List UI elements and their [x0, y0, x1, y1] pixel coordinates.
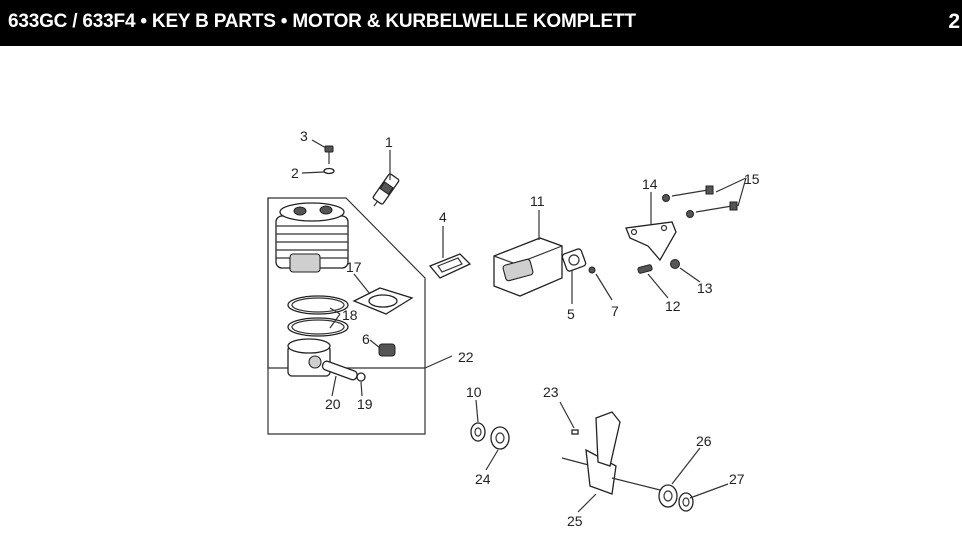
callout-11: 11: [530, 193, 545, 209]
part-11-muffler: [493, 237, 563, 297]
callout-14: 14: [642, 176, 658, 192]
part-6-needle-bearing: [378, 343, 396, 357]
part-5-flange: [561, 248, 587, 272]
callout-7: 7: [611, 303, 619, 319]
exploded-parts-diagram: 3 2 1 4 11 17 18 6 22 20 19 5 7 14 15 12…: [267, 128, 760, 529]
callout-13: 13: [697, 280, 713, 296]
callout-3: 3: [300, 128, 308, 144]
callout-20: 20: [325, 396, 341, 412]
part-4-gasket: [428, 253, 472, 279]
part-18-piston-rings: [287, 295, 349, 337]
callout-22: 22: [458, 349, 474, 365]
piston: [287, 338, 331, 377]
part-13-nut: [670, 259, 680, 269]
callout-17: 17: [346, 259, 362, 275]
part-14-bracket: [625, 221, 677, 262]
part-1-spark-plug: [372, 173, 400, 207]
part-20-piston-pin: [321, 360, 358, 381]
callout-25: 25: [567, 513, 583, 529]
callout-12: 12: [665, 298, 681, 314]
part-12-stud: [637, 264, 653, 274]
callout-2: 2: [291, 165, 299, 181]
leader-lines: [301, 139, 747, 513]
callout-6: 6: [362, 331, 370, 347]
callout-19: 19: [357, 396, 373, 412]
callout-24: 24: [475, 471, 491, 487]
part-23-woodruff-key: [571, 429, 579, 435]
page-title: 633GC / 633F4 • KEY B PARTS • MOTOR & KU…: [8, 11, 636, 32]
callout-5: 5: [567, 306, 575, 322]
part-10-oil-seal: [470, 422, 486, 442]
part-19-circlip: [356, 372, 366, 382]
part-15-bolts: [662, 185, 738, 218]
cylinder: [275, 202, 349, 273]
part-25-crankshaft: [561, 411, 661, 495]
callout-23: 23: [543, 384, 559, 400]
callout-27: 27: [729, 471, 745, 487]
part-27-oil-seal: [678, 492, 694, 512]
part-26-ball-bearing: [658, 484, 678, 508]
callout-4: 4: [439, 209, 447, 225]
part-3-bolt: [324, 145, 334, 164]
part-17-gasket: [352, 287, 414, 315]
group-22-outline-lower: [267, 198, 426, 435]
part-7-screw: [588, 266, 596, 274]
page-number: 2: [948, 10, 960, 33]
part-2-washer: [323, 167, 335, 175]
callout-26: 26: [696, 433, 712, 449]
callout-10: 10: [466, 384, 482, 400]
callout-1: 1: [385, 134, 393, 150]
page-header: 633GC / 633F4 • KEY B PARTS • MOTOR & KU…: [0, 0, 962, 46]
part-24-ball-bearing: [490, 426, 510, 450]
callout-18: 18: [342, 307, 358, 323]
callout-15: 15: [744, 171, 760, 187]
